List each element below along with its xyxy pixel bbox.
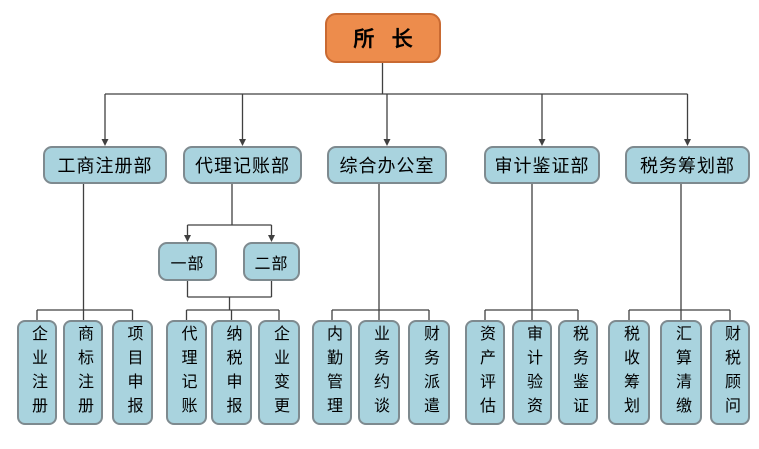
- node-director: 所 长: [325, 13, 441, 63]
- node-leaf-2-1: 代理记账: [166, 320, 207, 425]
- leaf-label: 财务派遣: [421, 324, 438, 421]
- node-sub-1: 一部: [158, 242, 217, 281]
- node-dept-5: 税务筹划部: [625, 146, 750, 184]
- leaf-label: 税收筹划: [621, 324, 638, 421]
- connector-dept4-to-leaves: [484, 184, 579, 320]
- node-leaf-2-3: 企业变更: [258, 320, 300, 425]
- connector-dept3-to-leaves: [331, 184, 430, 320]
- leaf-label: 纳税申报: [223, 324, 241, 421]
- leaf-label: 审计验资: [524, 324, 541, 421]
- leaf-label: 代理记账: [178, 324, 196, 421]
- node-leaf-5-3: 财税顾问: [710, 320, 750, 425]
- node-dept-3: 综合办公室: [327, 146, 447, 184]
- connector-dept1-to-leaves: [36, 184, 134, 320]
- connector-dept2-to-subs: [184, 184, 275, 242]
- node-leaf-4-1: 资产评估: [465, 320, 505, 425]
- leaf-label: 商标注册: [75, 324, 92, 421]
- node-leaf-5-2: 汇算清缴: [660, 320, 702, 425]
- leaf-label: 企业注册: [29, 324, 46, 421]
- node-leaf-1-3: 项目申报: [112, 320, 153, 425]
- node-sub-2: 二部: [243, 242, 300, 281]
- leaf-label: 财税顾问: [722, 324, 739, 421]
- leaf-label: 税务鉴证: [570, 324, 587, 421]
- node-dept-1: 工商注册部: [43, 146, 167, 184]
- connector-root-to-departments: [101, 63, 691, 146]
- node-dept-4: 审计鉴证部: [484, 146, 600, 184]
- leaf-label: 资产评估: [477, 324, 494, 421]
- connector-dept5-to-leaves: [628, 184, 731, 320]
- leaf-label: 项目申报: [124, 324, 142, 421]
- node-leaf-1-2: 商标注册: [63, 320, 103, 425]
- node-leaf-3-1: 内勤管理: [312, 320, 352, 425]
- node-leaf-4-2: 审计验资: [512, 320, 552, 425]
- node-leaf-2-2: 纳税申报: [211, 320, 252, 425]
- node-leaf-5-1: 税收筹划: [608, 320, 650, 425]
- leaf-label: 内勤管理: [324, 324, 341, 421]
- connector-subs-to-leaves: [185, 281, 280, 320]
- leaf-label: 汇算清缴: [673, 324, 690, 421]
- leaf-label: 业务约谈: [371, 324, 388, 421]
- node-leaf-3-2: 业务约谈: [358, 320, 400, 425]
- node-leaf-3-3: 财务派遣: [408, 320, 450, 425]
- node-dept-2: 代理记账部: [183, 146, 302, 184]
- node-leaf-4-3: 税务鉴证: [558, 320, 598, 425]
- node-leaf-1-1: 企业注册: [17, 320, 57, 425]
- leaf-label: 企业变更: [271, 324, 288, 421]
